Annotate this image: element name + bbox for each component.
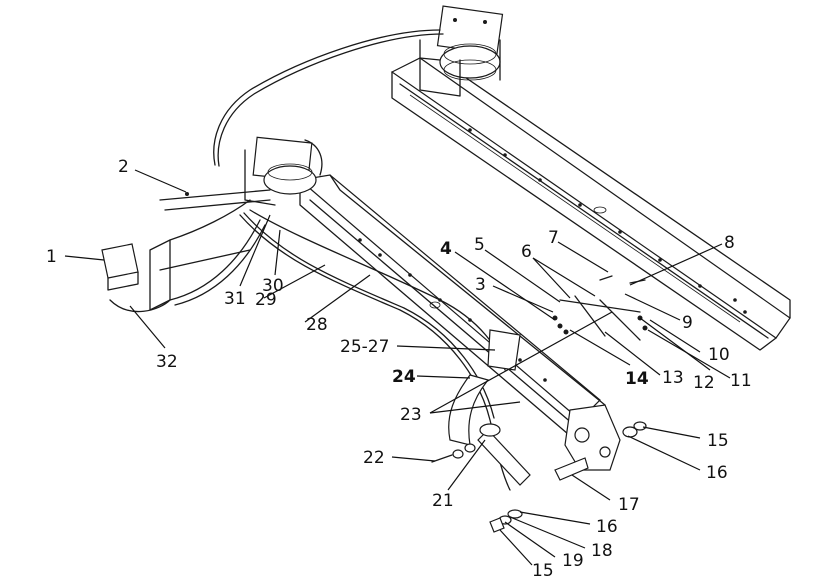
callout-1: 1 [46, 247, 57, 267]
callout-28: 28 [306, 315, 328, 335]
callout-16-upper: 16 [706, 463, 728, 483]
callout-16-lower: 16 [596, 517, 618, 537]
callout-6: 6 [521, 242, 532, 262]
callout-18: 18 [591, 541, 613, 561]
leader-lines [64, 169, 731, 566]
callout-24: 24 [392, 367, 416, 387]
right-frame-rail [390, 57, 791, 351]
callout-30: 30 [262, 276, 284, 296]
callout-7: 7 [548, 228, 559, 248]
callout-11: 11 [730, 371, 752, 391]
callout-31: 31 [224, 289, 246, 309]
callout-5: 5 [474, 235, 485, 255]
callout-22: 22 [363, 448, 385, 468]
lower-air-spring-assembly [244, 136, 323, 206]
callout-9: 9 [682, 313, 693, 333]
callout-14: 14 [625, 369, 649, 389]
callout-10: 10 [708, 345, 730, 365]
callout-23: 23 [400, 405, 422, 425]
callout-29: 29 [255, 290, 277, 310]
callout-17: 17 [618, 495, 640, 515]
axle-beam [448, 329, 521, 446]
callout-32: 32 [156, 352, 178, 372]
rear-bracket-shock [431, 404, 647, 533]
callout-15-lower: 15 [532, 561, 554, 581]
callout-4: 4 [440, 239, 452, 259]
callout-3: 3 [475, 275, 486, 295]
callout-8: 8 [724, 233, 735, 253]
air-hose-upper-loop [213, 29, 441, 166]
callout-15-upper: 15 [707, 431, 729, 451]
valve-bracket [101, 189, 271, 313]
height-valve-linkage [552, 275, 648, 341]
callout-13: 13 [662, 368, 684, 388]
callout-21: 21 [432, 491, 454, 511]
callout-19: 19 [562, 551, 584, 571]
upper-air-spring-assembly [419, 5, 504, 97]
callout-12: 12 [693, 373, 715, 393]
callout-2: 2 [118, 157, 129, 177]
callout-25-27: 25-27 [340, 337, 389, 357]
callout-labels: 1 2 3 4 5 6 7 8 9 10 11 12 13 14 15 16 1… [46, 157, 752, 581]
